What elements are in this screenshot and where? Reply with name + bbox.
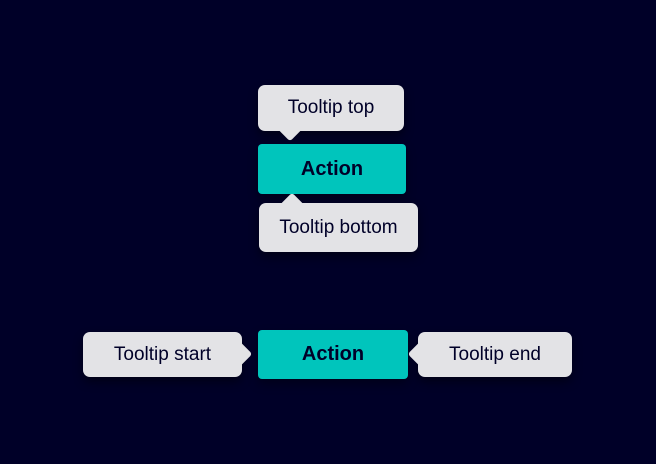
tooltip-end-label: Tooltip end [449,343,541,365]
action-button-bottom[interactable]: Action [258,330,408,379]
action-button-top[interactable]: Action [258,144,406,194]
tooltip-arrow-left-icon [407,342,431,366]
tooltip-arrow-up-icon [280,192,304,216]
tooltip-bottom-bubble: Tooltip bottom [259,192,418,252]
tooltip-top-label: Tooltip top [287,97,375,118]
action-button-bottom-label: Action [301,343,365,365]
tooltip-top-bubble: Tooltip top [258,85,404,142]
tooltip-arrow-down-icon [278,118,302,142]
action-button-top-label: Action [300,157,364,180]
tooltip-end-bubble: Tooltip end [407,332,572,377]
tooltip-bottom-label: Tooltip bottom [279,216,398,238]
tooltip-arrow-right-icon [229,342,253,366]
tooltip-start-bubble: Tooltip start [83,332,253,377]
tooltip-start-label: Tooltip start [113,343,212,365]
